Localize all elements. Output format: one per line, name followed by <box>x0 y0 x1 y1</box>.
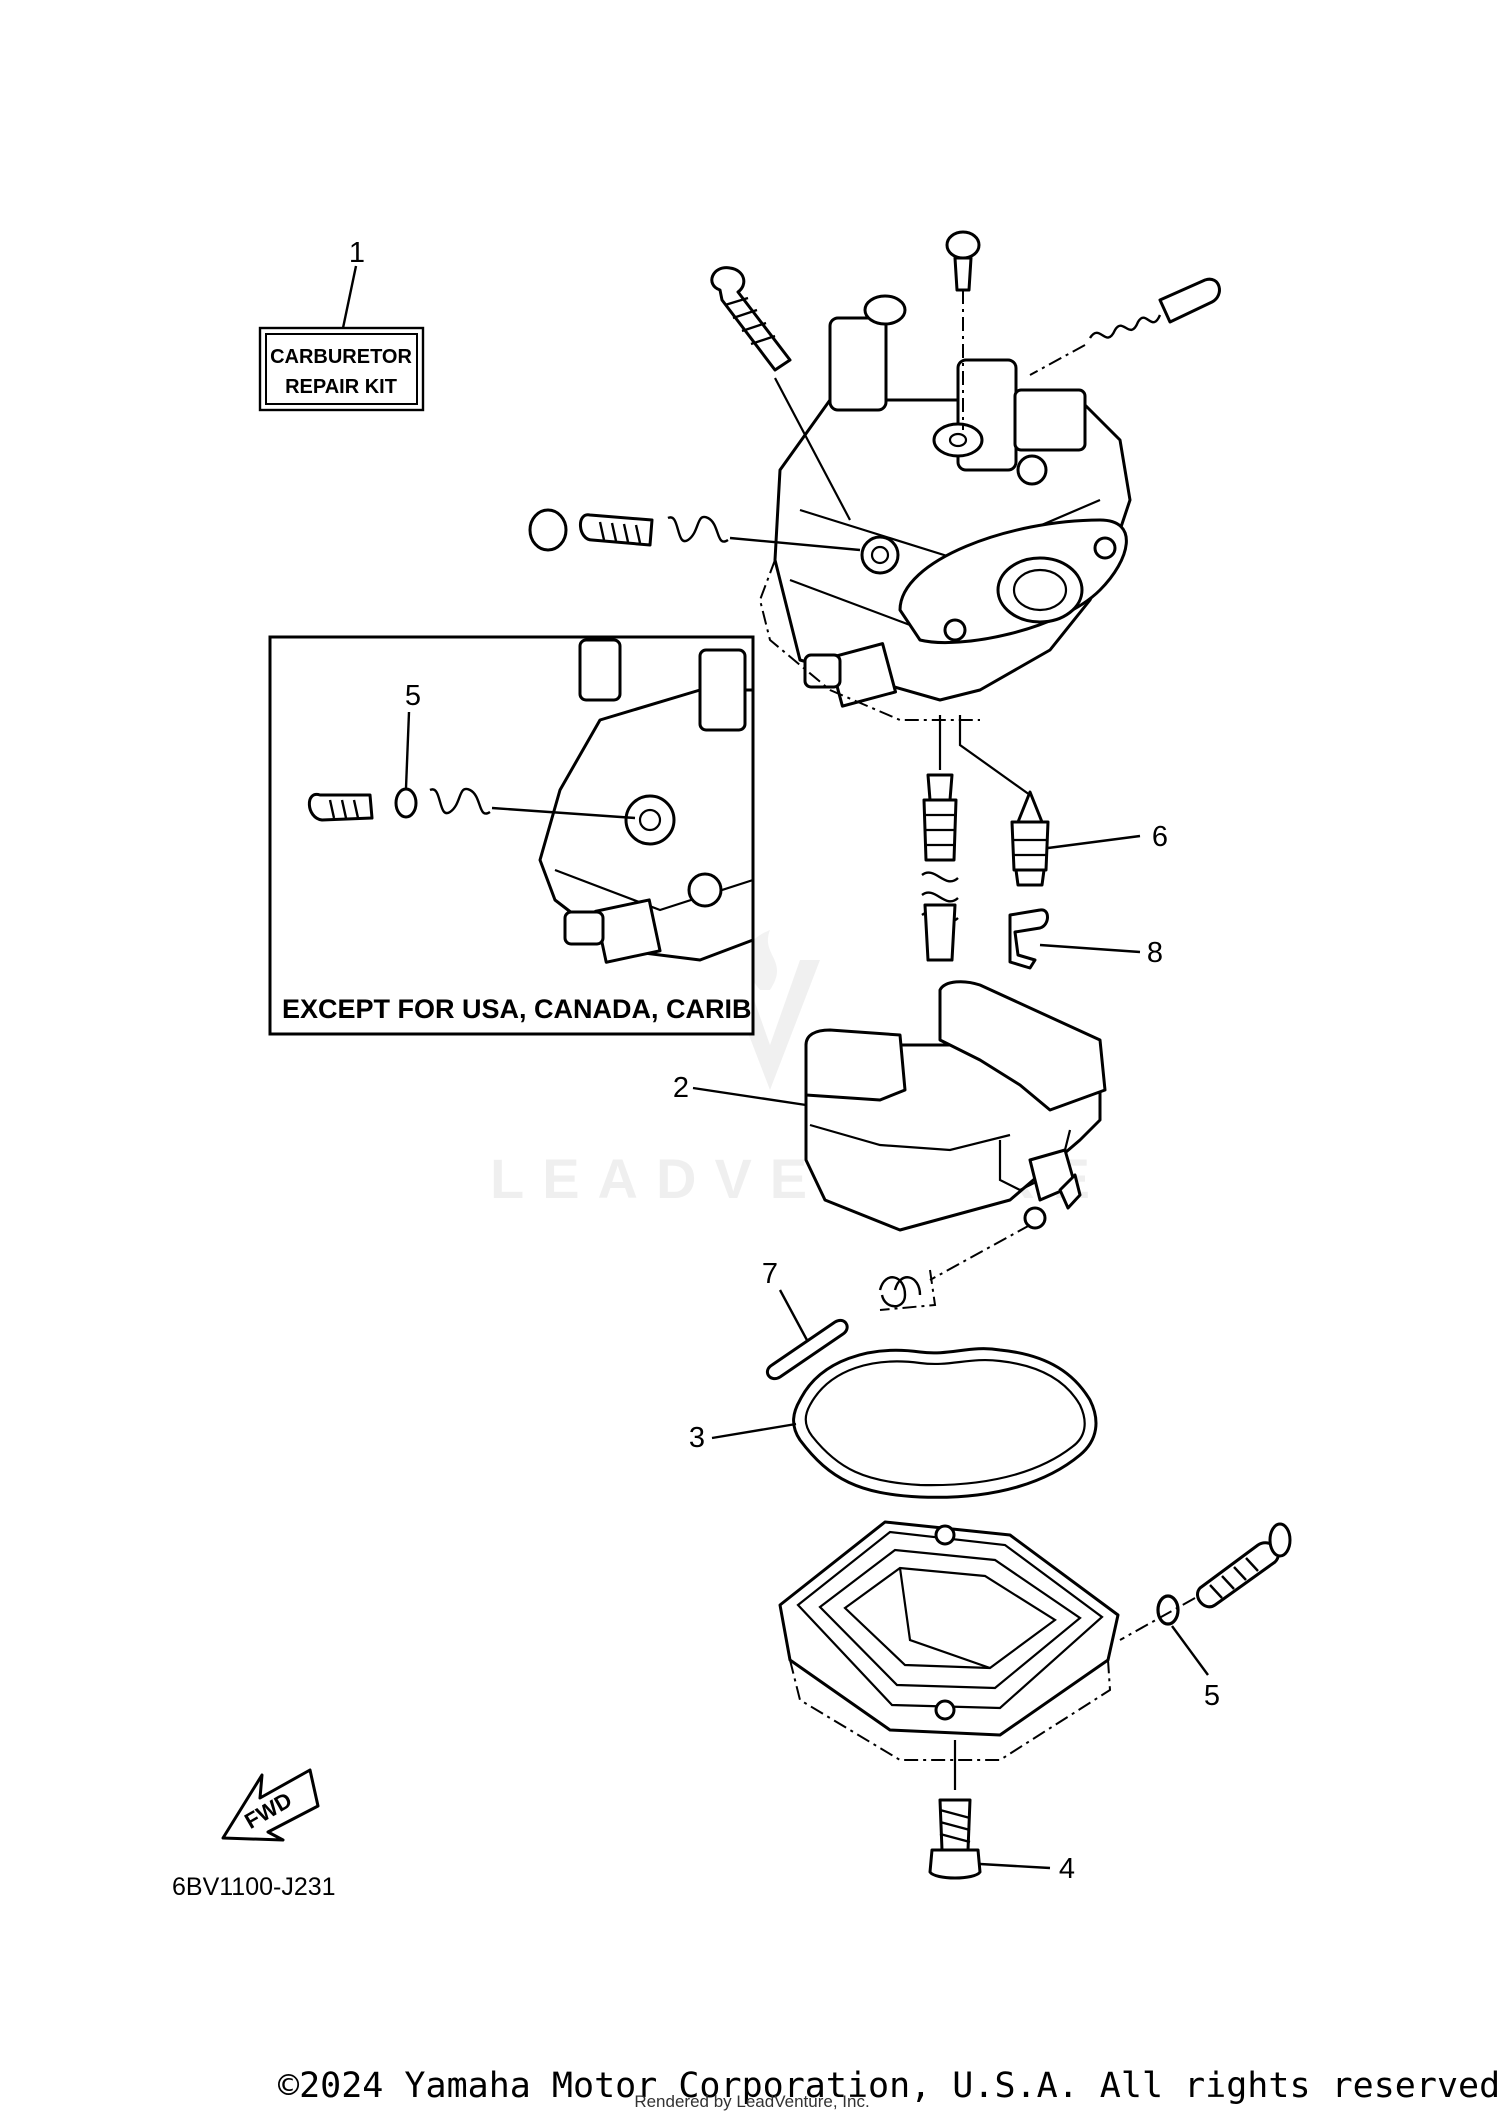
label-7: 7 <box>762 1258 778 1290</box>
fwd-arrow-icon: FWD <box>221 1768 320 1842</box>
float <box>804 980 1107 1311</box>
jet-assembly <box>921 715 1031 962</box>
label-1: 1 <box>349 237 365 269</box>
rendered-by-note: Rendered by LeadVenture, Inc. <box>634 2092 869 2111</box>
gasket <box>792 1347 1098 1499</box>
diagram-code: 6BV1100-J231 <box>172 1873 336 1901</box>
leader-6 <box>1047 834 1141 850</box>
pilot-screw-assembly <box>528 508 861 552</box>
repair-kit-box: CARBURETOR REPAIR KIT <box>258 326 425 412</box>
needle-valve <box>1010 790 1050 887</box>
top-screws <box>710 230 1221 521</box>
leader-4 <box>979 1862 1051 1870</box>
label-8: 8 <box>1147 937 1163 969</box>
inset-caption: EXCEPT FOR USA, CANADA, CARIB <box>282 994 752 1024</box>
inset-label-5: 5 <box>405 680 421 712</box>
label-5: 5 <box>1204 1680 1220 1712</box>
float-pin <box>766 1319 849 1380</box>
leader-1 <box>341 265 358 329</box>
inset-box: EXCEPT FOR USA, CANADA, CARIB <box>268 635 755 1036</box>
leader-5 <box>1171 1625 1209 1676</box>
needle-clip <box>1008 908 1049 970</box>
leader-3 <box>711 1422 797 1440</box>
label-4: 4 <box>1059 1853 1075 1885</box>
leader-2 <box>692 1086 807 1107</box>
kit-box-line2: REPAIR KIT <box>285 376 397 398</box>
o-ring <box>1156 1594 1180 1626</box>
leader-7 <box>778 1289 810 1343</box>
copyright-notice: ©2024 Yamaha Motor Corporation, U.S.A. A… <box>278 2066 1500 2106</box>
float-bowl <box>778 1520 1120 1790</box>
label-3: 3 <box>689 1422 705 1454</box>
drain-screw <box>1119 1522 1292 1641</box>
bowl-screw <box>928 1798 982 1880</box>
leader-8 <box>1039 943 1141 954</box>
kit-box-line1: CARBURETOR <box>270 346 412 368</box>
carburetor-body <box>758 294 1132 721</box>
label-6: 6 <box>1152 821 1168 853</box>
label-2: 2 <box>673 1072 689 1104</box>
inset-leader-5 <box>404 711 411 789</box>
